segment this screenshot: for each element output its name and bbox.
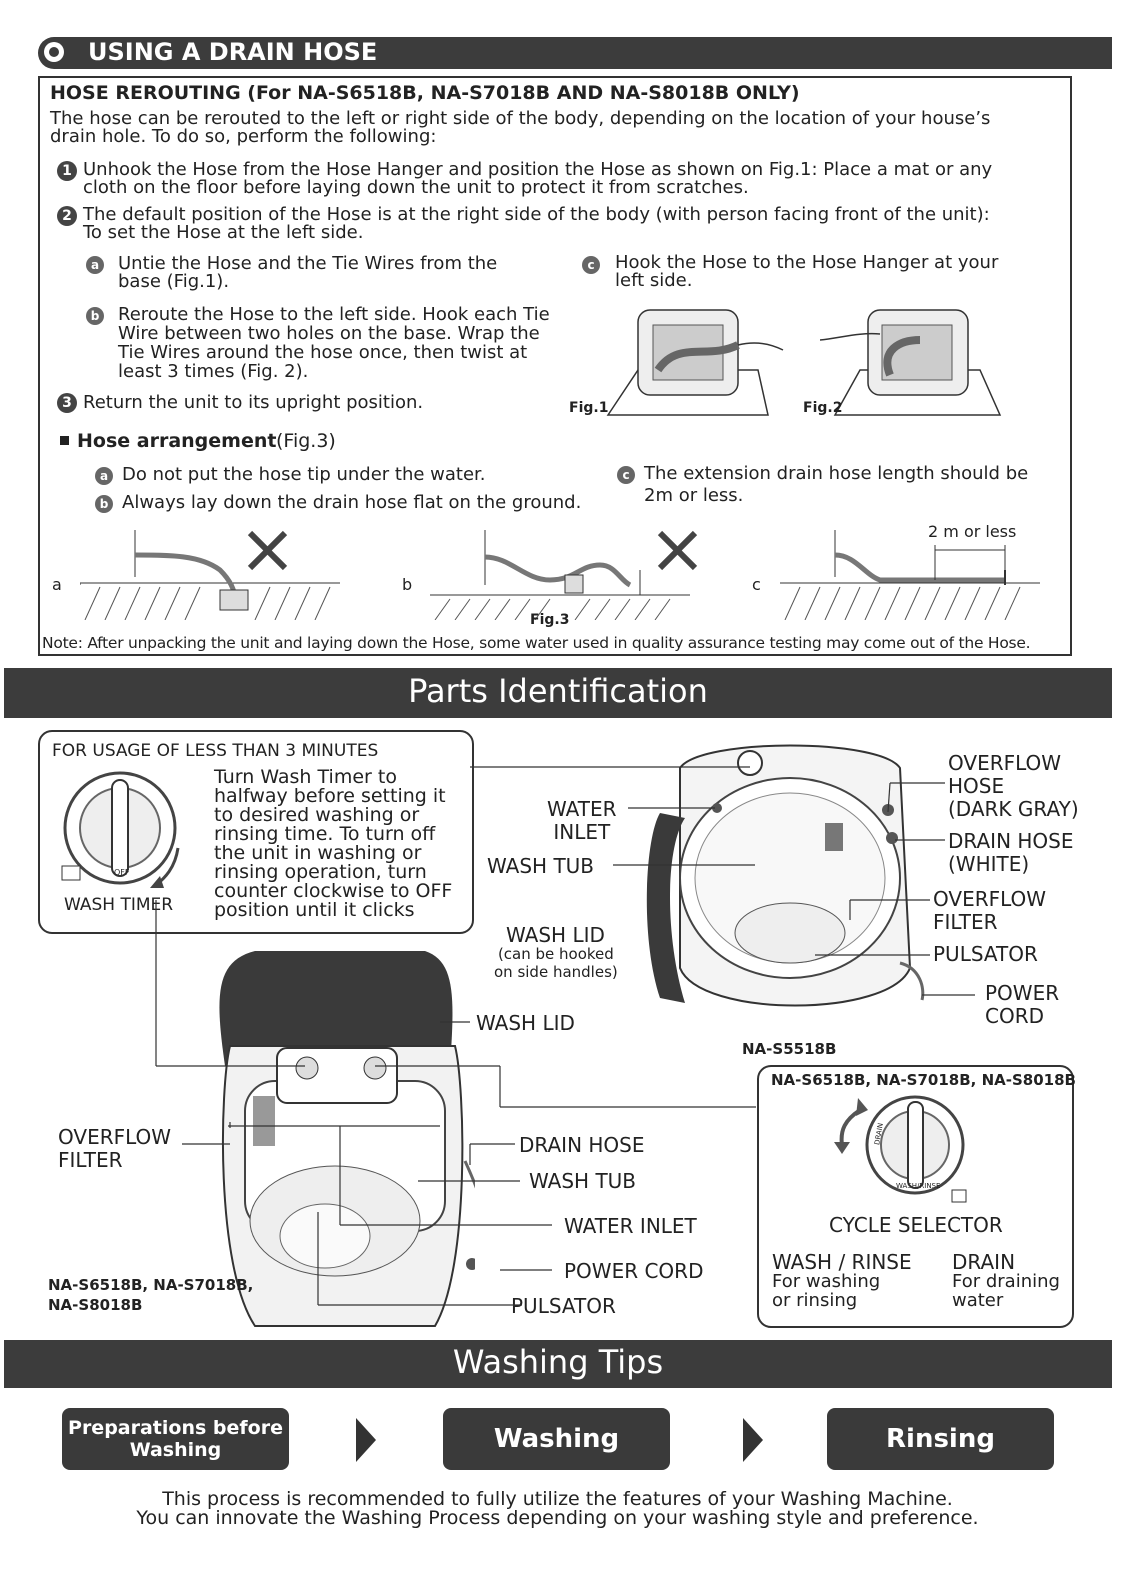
leader-lines-top: [470, 766, 975, 996]
tips-section-header: Washing Tips: [4, 1340, 1112, 1388]
leader-lines-bottom: [155, 900, 756, 1306]
arr-c: c: [617, 464, 639, 484]
step-2a: a: [86, 254, 108, 274]
bottom-label-overflow-filter: OVERFLOW FILTER: [58, 1125, 172, 1172]
arr-a-text: Do not put the hose tip under the water.: [122, 464, 486, 485]
wash-rinse-head: WASH / RINSE: [772, 1250, 912, 1274]
drain-head: DRAIN: [952, 1250, 1016, 1274]
tips-footer: This process is recommended to fully uti…: [136, 1488, 979, 1529]
usage-text: Turn Wash Timer to halfway before settin…: [214, 766, 453, 921]
fig3-label: Fig.3: [530, 612, 570, 628]
usage-box: [38, 730, 474, 934]
rerouting-heading: HOSE REROUTING (For NA-S6518B, NA-S7018B…: [50, 82, 800, 104]
bottom-label-wash-tub: WASH TUB: [529, 1169, 637, 1193]
section-title: Parts Identification: [408, 672, 708, 710]
step-rinsing: Rinsing: [827, 1408, 1054, 1470]
label-power-cord: POWER CORD: [985, 981, 1060, 1028]
step-label: Washing: [493, 1424, 620, 1454]
label-overflow-hose: OVERFLOW HOSE (DARK GRAY): [948, 751, 1079, 821]
label-overflow-filter: OVERFLOW FILTER: [933, 887, 1047, 934]
arr-a: a: [95, 465, 117, 485]
label-wash-tub: WASH TUB: [487, 854, 595, 878]
step-number: 3: [57, 392, 77, 413]
step-2b: b: [86, 305, 108, 325]
step-3-text: Return the unit to its upright position.: [83, 392, 424, 413]
diagram-b-label: b: [402, 575, 413, 594]
step-preparations: Preparations before Washing: [62, 1408, 289, 1470]
step-3: 3: [57, 392, 81, 413]
bottom-label-water-inlet: WATER INLET: [564, 1214, 697, 1238]
model-top: NA-S5518B: [742, 1040, 837, 1058]
step-washing: Washing: [443, 1408, 670, 1470]
section-title: Washing Tips: [452, 1343, 664, 1381]
step-number: 2: [57, 205, 77, 226]
label-drain-hose-white: DRAIN HOSE (WHITE): [948, 829, 1074, 876]
section-title: USING A DRAIN HOSE: [88, 38, 378, 66]
step-1: 1: [57, 160, 81, 181]
arrow-right-icon: [356, 1418, 376, 1462]
step-label: Preparations before Washing: [68, 1417, 283, 1461]
arrangement-fig: (Fig.3): [276, 430, 336, 452]
diagram-a-label: a: [52, 575, 62, 594]
bottom-label-wash-lid: WASH LID: [476, 1011, 575, 1035]
cycle-selector-dial-icon: [834, 1095, 967, 1203]
wash-timer-dial-icon: [61, 771, 180, 888]
drain-hose-section-header: USING A DRAIN HOSE: [38, 37, 1112, 69]
arr-letter: b: [95, 494, 113, 513]
step-2b-text: Reroute the Hose to the left side. Hook …: [118, 304, 550, 382]
step-2a-text: Untie the Hose and the Tie Wires from th…: [118, 253, 498, 292]
bottom-label-power-cord: POWER CORD: [564, 1259, 704, 1283]
bottom-label-drain-hose: DRAIN HOSE: [519, 1133, 645, 1157]
step-letter: b: [86, 306, 104, 325]
arr-b-text: Always lay down the drain hose flat on t…: [122, 492, 582, 513]
step-2-text: The default position of the Hose is at t…: [83, 204, 990, 243]
usage-box-title: FOR USAGE OF LESS THAN 3 MINUTES: [52, 741, 379, 761]
label-pulsator: PULSATOR: [933, 942, 1038, 966]
drain-desc: For draining water: [952, 1271, 1060, 1311]
timer-off-label: OFF: [114, 868, 130, 877]
bottom-machine-illustration: [219, 951, 475, 1327]
note-text: Note: After unpacking the unit and layin…: [42, 634, 1031, 652]
arr-b: b: [95, 493, 117, 513]
diagram-c-label: c: [752, 575, 761, 594]
bullet-circle-inner: [49, 47, 59, 57]
arrow-right-icon: [743, 1418, 763, 1462]
step-2: 2: [57, 205, 81, 226]
top-machine-illustration: [646, 744, 925, 1007]
step-letter: a: [86, 255, 104, 274]
rerouting-intro: The hose can be rerouted to the left or …: [50, 108, 991, 147]
step-2c: c: [582, 254, 604, 274]
arr-letter: a: [95, 466, 113, 485]
cycle-selector-box: [757, 1065, 1074, 1328]
bottom-label-pulsator: PULSATOR: [511, 1294, 616, 1318]
label-wash-lid-note: (can be hooked on side handles): [494, 945, 618, 981]
square-bullet-icon: [60, 436, 69, 445]
label-water-inlet: WATER INLET: [547, 797, 617, 844]
fig2-illustration: [820, 309, 1002, 416]
cycle-selector-title: CYCLE SELECTOR: [829, 1213, 1003, 1237]
arr-letter: c: [617, 465, 635, 484]
parts-section-header: Parts Identification: [4, 668, 1112, 718]
model-bottom: NA-S6518B, NA-S7018B, NA-S8018B: [48, 1276, 254, 1314]
arr-c-text: The extension drain hose length should b…: [644, 463, 1029, 506]
fig1-illustration: [606, 309, 784, 416]
step-1-text: Unhook the Hose from the Hose Hanger and…: [83, 159, 993, 198]
two-m-label: 2 m or less: [928, 522, 1017, 541]
step-letter: c: [582, 255, 600, 274]
step-label: Rinsing: [886, 1424, 995, 1454]
arrangement-heading: Hose arrangement: [77, 430, 277, 452]
diagram-c: [780, 530, 1040, 620]
dial-wash-label: WASH/RINSE: [896, 1182, 941, 1190]
diagram-b: [430, 530, 698, 620]
label-wash-lid: WASH LID: [506, 923, 605, 947]
wash-rinse-desc: For washing or rinsing: [772, 1271, 881, 1311]
fig2-label: Fig.2: [803, 400, 843, 416]
drain-hose-box: [38, 76, 1072, 656]
fig1-label: Fig.1: [569, 400, 609, 416]
step-number: 1: [57, 160, 77, 181]
wash-timer-label: WASH TIMER: [64, 895, 174, 915]
step-2c-text: Hook the Hose to the Hose Hanger at your…: [615, 252, 999, 291]
diagram-a: [80, 530, 340, 620]
cycle-box-models: NA-S6518B, NA-S7018B, NA-S8018B: [771, 1071, 1076, 1089]
